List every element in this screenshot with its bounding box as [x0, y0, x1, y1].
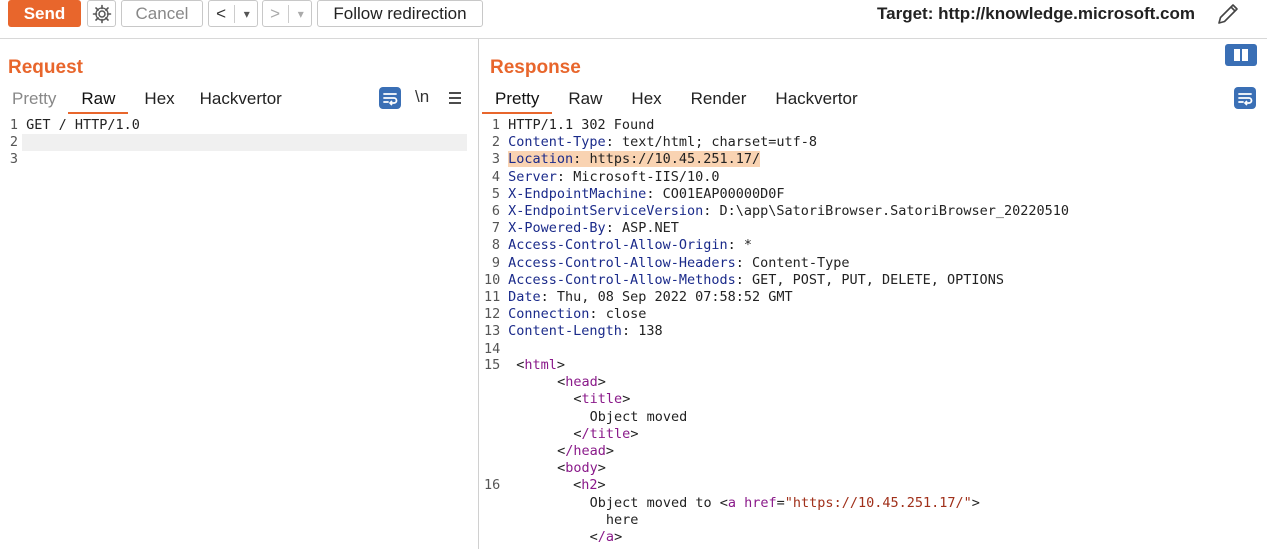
header-value: Content-Type [743, 254, 850, 271]
header-name: Content-Type [508, 134, 606, 151]
request-tab-hackvertor[interactable]: Hackvertor [199, 89, 282, 108]
response-header-line: 5 X-EndpointMachine: CO01EAP00000D0F [484, 186, 1069, 203]
response-wrap-toggle[interactable] [1234, 87, 1256, 109]
header-name: Connection [508, 306, 590, 323]
settings-button[interactable] [87, 0, 116, 27]
cancel-button[interactable]: Cancel [121, 0, 203, 27]
layout-toggle-button[interactable] [1225, 44, 1257, 66]
forward-dropdown-icon[interactable]: ▾ [297, 6, 304, 21]
current-line-highlight [22, 134, 467, 151]
separator [234, 4, 236, 23]
line-number: 2 [491, 134, 500, 151]
line-number: 14 [484, 340, 501, 357]
response-header-line: 11 Date: Thu, 08 Sep 2022 07:58:52 GMT [484, 289, 793, 306]
line-number: 1 [491, 117, 500, 133]
header-value: GET, POST, PUT, DELETE, OPTIONS [743, 271, 1004, 288]
line-number: 7 [491, 220, 500, 237]
request-title: Request [8, 57, 83, 78]
header-name: Date [508, 289, 541, 306]
response-header-line: 14 [484, 341, 1069, 358]
response-title: Response [490, 57, 581, 78]
send-button[interactable]: Send [8, 0, 81, 27]
response-header-line: 3 Location: https://10.45.251.17/ [484, 151, 1069, 168]
wrap-lines-icon [383, 93, 398, 106]
toolbar: Send Cancel < ▾ > ▾ Follow redirection T… [0, 0, 1267, 39]
header-value: ASP.NET [613, 220, 679, 237]
request-tab-raw[interactable]: Raw [68, 88, 129, 114]
back-dropdown-icon[interactable]: ▾ [243, 6, 250, 21]
target-label: Target: http://knowledge.microsoft.com [877, 4, 1195, 23]
line-number: 10 [484, 271, 501, 288]
line-number: 11 [484, 289, 501, 306]
header-name: X-Powered-By [508, 220, 606, 237]
header-value: CO01EAP00000D0F [654, 185, 785, 202]
back-arrow-icon: < [216, 3, 227, 23]
response-header-line: 13 Content-Length: 138 [484, 323, 663, 340]
response-tabs: Pretty Raw Hex Render Hackvertor [482, 88, 858, 114]
request-line: GET / HTTP/1.0 [26, 117, 140, 133]
gear-icon [92, 4, 111, 23]
back-button[interactable]: < ▾ [208, 0, 258, 27]
wrap-lines-icon [1238, 93, 1253, 106]
header-name: Location [508, 151, 574, 168]
response-header-line: 4 Server: Microsoft-IIS/10.0 [484, 169, 1069, 186]
response-tab-render[interactable]: Render [690, 89, 747, 108]
header-value: 138 [630, 323, 663, 340]
header-name: Content-Length [508, 323, 622, 340]
request-tabs: Pretty Raw Hex Hackvertor [12, 88, 282, 114]
line-number: 3 [491, 151, 500, 168]
newline-toggle[interactable]: \n [415, 87, 430, 106]
header-name: Server [508, 168, 557, 185]
response-header-line: 2 Content-Type: text/html; charset=utf-8 [484, 134, 1069, 151]
forward-arrow-icon: > [270, 3, 281, 23]
follow-redirection-button[interactable]: Follow redirection [317, 0, 483, 27]
line-number: 5 [491, 185, 500, 202]
header-name: Access-Control-Allow-Headers [508, 254, 736, 271]
pencil-icon[interactable] [1214, 0, 1242, 28]
header-value: Microsoft-IIS/10.0 [565, 168, 720, 185]
status-line: HTTP/1.1 302 Found [508, 117, 655, 133]
response-header-line: 12 Connection: close [484, 306, 647, 323]
forward-button[interactable]: > ▾ [262, 0, 312, 27]
header-value: Thu, 08 Sep 2022 07:58:52 GMT [548, 289, 793, 306]
response-header-line: 7 X-Powered-By: ASP.NET [484, 220, 1069, 237]
header-value: * [735, 237, 752, 254]
header-value: https://10.45.251.17/ [581, 151, 761, 168]
header-value: D:\app\SatoriBrowser.SatoriBrowser_20220… [711, 203, 1069, 220]
menu-icon[interactable] [447, 90, 463, 106]
header-name: X-EndpointMachine [508, 185, 647, 202]
line-number: 9 [491, 254, 500, 271]
line-number: 13 [484, 323, 501, 340]
line-number: 6 [491, 203, 500, 220]
response-tab-raw[interactable]: Raw [568, 89, 603, 108]
header-name: X-EndpointServiceVersion [508, 203, 704, 220]
response-tab-hex[interactable]: Hex [631, 89, 662, 108]
header-name: Access-Control-Allow-Methods [508, 271, 736, 288]
request-editor[interactable]: 1 GET / HTTP/1.0 2 3 [9, 117, 140, 168]
line-number: 12 [484, 306, 501, 323]
response-header-line: 10 Access-Control-Allow-Methods: GET, PO… [484, 271, 1004, 288]
response-tab-hackvertor[interactable]: Hackvertor [775, 89, 858, 108]
request-tab-pretty[interactable]: Pretty [12, 89, 57, 108]
header-value: text/html; charset=utf-8 [613, 134, 818, 151]
separator [288, 4, 290, 23]
columns-icon [1234, 49, 1248, 61]
request-tab-hex[interactable]: Hex [144, 89, 175, 108]
line-number: 8 [491, 237, 500, 254]
response-header-line: 1 HTTP/1.1 302 Found [484, 117, 1069, 134]
header-value: close [597, 306, 647, 323]
response-header-line: 9 Access-Control-Allow-Headers: Content-… [484, 255, 1069, 272]
response-body: 15 <html> <head> <title> Object moved </… [484, 357, 980, 546]
response-header-line: 8 Access-Control-Allow-Origin: * [484, 237, 1069, 254]
pane-divider[interactable] [478, 39, 479, 549]
request-wrap-toggle[interactable] [379, 87, 401, 109]
line-number: 4 [491, 168, 500, 185]
header-name: Access-Control-Allow-Origin [508, 237, 728, 254]
response-tab-pretty[interactable]: Pretty [482, 88, 553, 114]
response-header-line: 6 X-EndpointServiceVersion: D:\app\Sator… [484, 203, 1069, 220]
